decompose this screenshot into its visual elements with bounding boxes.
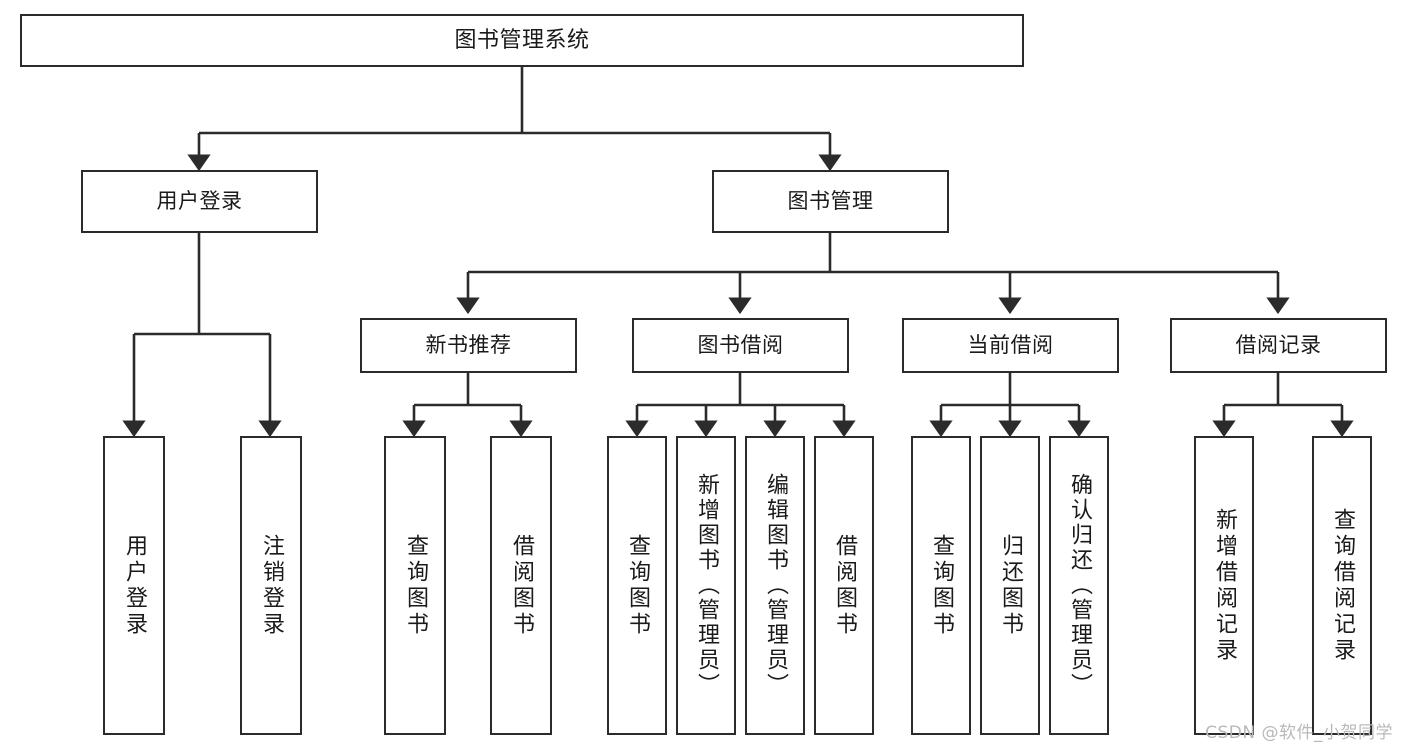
node-leaf-edit-book-admin[interactable]: 编辑图书（管理员） <box>745 436 805 735</box>
node-leaf-add-book-admin[interactable]: 新增图书（管理员） <box>676 436 736 735</box>
node-label: 新增借阅记录 <box>1212 507 1237 664</box>
node-label: 归还图书 <box>998 533 1023 638</box>
node-book-borrow[interactable]: 图书借阅 <box>632 318 849 373</box>
node-borrow-record[interactable]: 借阅记录 <box>1170 318 1387 373</box>
watermark-text: CSDN @软件_小贺同学 <box>1205 723 1393 743</box>
node-leaf-return-book[interactable]: 归还图书 <box>980 436 1040 735</box>
node-label: 图书管理系统 <box>454 27 590 53</box>
node-label: 用户登录 <box>122 533 147 638</box>
node-label: 注销登录 <box>259 533 284 638</box>
node-book-management[interactable]: 图书管理 <box>712 170 949 233</box>
node-label: 借阅记录 <box>1235 333 1322 358</box>
node-label: 查询图书 <box>403 533 428 638</box>
node-leaf-add-borrow-record[interactable]: 新增借阅记录 <box>1194 436 1254 735</box>
node-current-borrow[interactable]: 当前借阅 <box>902 318 1119 373</box>
node-leaf-logout[interactable]: 注销登录 <box>240 436 302 735</box>
node-leaf-user-login[interactable]: 用户登录 <box>103 436 165 735</box>
node-label: 用户登录 <box>156 189 243 214</box>
node-label: 借阅图书 <box>832 533 857 638</box>
node-leaf-borrow-book[interactable]: 借阅图书 <box>814 436 874 735</box>
node-leaf-confirm-return-admin[interactable]: 确认归还（管理员） <box>1049 436 1109 735</box>
node-user-login[interactable]: 用户登录 <box>81 170 318 233</box>
node-label: 查询图书 <box>625 533 650 638</box>
node-label: 新书推荐 <box>425 333 512 358</box>
node-label: 确认归还（管理员） <box>1067 473 1092 698</box>
node-leaf-query-book-current[interactable]: 查询图书 <box>911 436 971 735</box>
node-label: 图书管理 <box>787 189 874 214</box>
node-new-book-recommend[interactable]: 新书推荐 <box>360 318 577 373</box>
node-root-book-management-system[interactable]: 图书管理系统 <box>20 14 1024 67</box>
node-leaf-query-book-newbook[interactable]: 查询图书 <box>384 436 446 735</box>
node-label: 编辑图书（管理员） <box>763 473 788 698</box>
node-label: 新增图书（管理员） <box>694 473 719 698</box>
node-leaf-borrow-book-newbook[interactable]: 借阅图书 <box>490 436 552 735</box>
node-label: 查询图书 <box>929 533 954 638</box>
node-leaf-query-borrow-record[interactable]: 查询借阅记录 <box>1312 436 1372 735</box>
node-label: 查询借阅记录 <box>1330 507 1355 664</box>
node-label: 借阅图书 <box>509 533 534 638</box>
node-label: 图书借阅 <box>697 333 784 358</box>
node-label: 当前借阅 <box>967 333 1054 358</box>
node-leaf-query-book-borrow[interactable]: 查询图书 <box>607 436 667 735</box>
